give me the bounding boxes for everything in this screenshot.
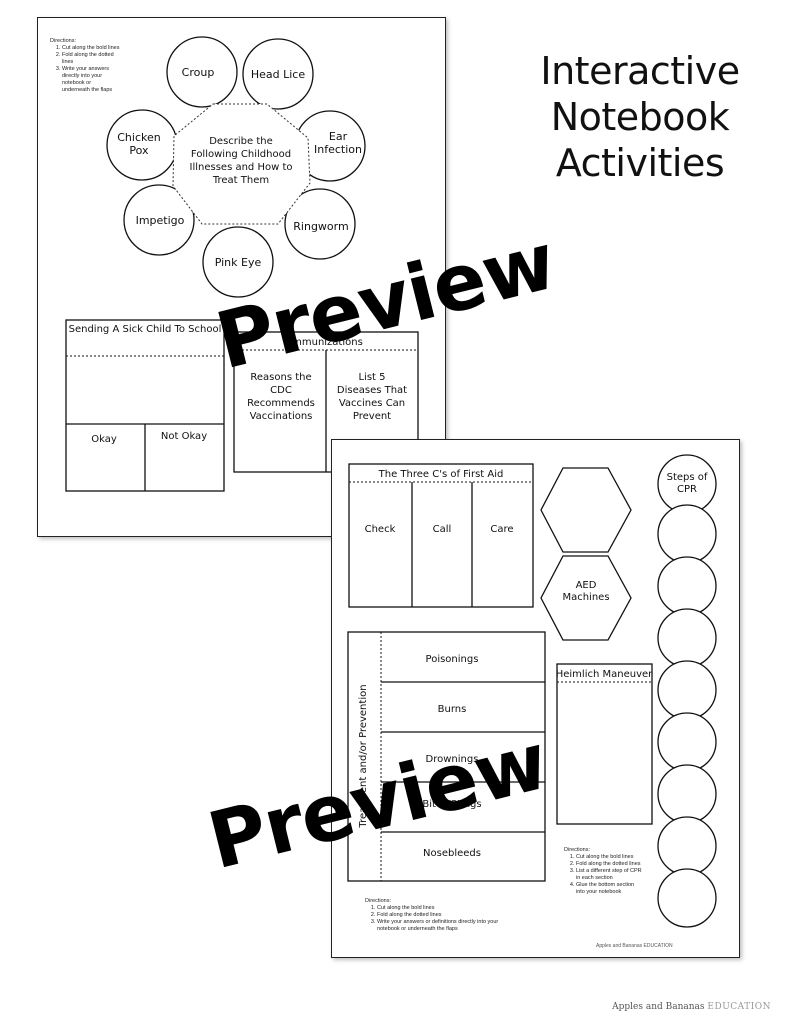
petal-pink-eye [202,226,274,298]
immunizations-left-line: Vaccinations [250,411,313,422]
direction-step: Fold along the dotted lines [377,912,505,919]
sick-child-title: Sending A Sick Child To School [69,324,222,335]
petal-impetigo [123,184,195,256]
petal-label: Infection [314,143,362,156]
aed-label: AED [576,580,597,591]
treatment-item: Nosebleeds [423,848,481,859]
direction-step: Fold along the dotted lines [62,52,120,66]
immunizations-title: Immunizations [289,337,363,348]
page-title: Interactive Notebook Activities [530,48,750,186]
direction-step: List a different step of CPR in each sec… [576,868,644,882]
treatment-item: Drownings [426,754,479,765]
petal-label: Impetigo [136,214,185,227]
center-text-line: Following Childhood [191,149,291,160]
direction-step: Write your answers or definitions direct… [377,919,505,933]
direction-step: Cut along the bold lines [377,905,505,912]
petal-label: Chicken [117,131,161,144]
petal-label: Head Lice [251,68,305,81]
immunizations-left-line: CDC [270,385,292,396]
petal-label: Pox [129,144,149,157]
title-line-3: Activities [555,141,725,185]
worksheet-childhood-illnesses: Directions: Cut along the bold lines Fol… [37,17,446,537]
three-cs-item: Call [433,524,452,535]
direction-step: Fold along the dotted lines [576,861,644,868]
treatment-item: Burns [438,704,467,715]
immunizations-right-line: Vaccines Can [339,398,405,409]
heimlich-foldable [556,663,653,825]
directions-bottom: Directions: Cut along the bold lines Fol… [365,898,505,933]
direction-step: Glue the bottom section into your notebo… [576,882,644,896]
worksheet-first-aid: The Three C's of First Aid Check Call Ca… [331,439,740,958]
directions-heading: Directions: [564,847,590,853]
petal-label: Ringworm [293,220,348,233]
heimlich-title: Heimlich Maneuver [556,669,653,680]
three-cs-item: Check [365,524,396,535]
immunizations-right-line: List 5 [358,372,385,383]
treatment-side-label: Treatment and/or Prevention [358,684,369,828]
directions-heading: Directions: [365,898,391,904]
directions-heading: Directions: [50,38,76,44]
immunizations-left-line: Reasons the [250,372,311,383]
cpr-circle-chain [657,454,717,928]
petal-label: Ear [329,130,348,143]
first-aid-diagrams: The Three C's of First Aid Check Call Ca… [347,454,717,928]
cpr-label: CPR [677,484,697,495]
treatment-foldable [347,631,546,882]
sheet-brand: Apples and Bananas EDUCATION [596,943,673,949]
immunizations-left-line: Recommends [247,398,315,409]
three-cs-foldable [348,463,534,608]
title-line-2: Notebook [550,95,730,139]
center-text-line: Illnesses and How to [190,162,293,173]
petal-ringworm [284,188,356,260]
center-text-line: Treat Them [212,175,269,186]
immunizations-right-line: Diseases That [337,385,407,396]
okay-label: Okay [91,434,117,445]
petal-head-lice [242,38,314,110]
treatment-item: Bites/Stings [422,799,481,810]
center-text-line: Describe the [209,136,273,147]
petal-label: Pink Eye [215,256,262,269]
directions-right: Directions: Cut along the bold lines Fol… [564,847,644,896]
petal-croup [166,36,238,108]
treatment-item: Poisonings [426,654,479,665]
cpr-label: Steps of [667,472,708,483]
petal-label: Croup [182,66,215,79]
sick-child-foldable [65,319,225,492]
immunizations-right-line: Prevent [353,411,391,422]
title-line-1: Interactive [540,49,740,93]
footer-brand-script: Apples and Bananas [612,1002,705,1012]
flower-center [172,103,311,225]
three-cs-item: Care [490,524,513,535]
footer-brand: Apples and Bananas EDUCATION [612,1002,771,1012]
direction-step: Cut along the bold lines [62,45,120,52]
aed-label: Machines [562,592,609,603]
illness-flower-diagram: Describe the Following Childhood Illness… [65,36,419,492]
aed-hexagons [540,467,632,641]
direction-step: Write your answers directly into your no… [62,66,120,94]
directions-sheet1: Directions: Cut along the bold lines Fol… [50,38,120,94]
footer-brand-education: EDUCATION [707,1002,771,1012]
direction-step: Cut along the bold lines [576,854,644,861]
three-cs-title: The Three C's of First Aid [378,469,504,480]
not-okay-label: Not Okay [161,431,207,442]
